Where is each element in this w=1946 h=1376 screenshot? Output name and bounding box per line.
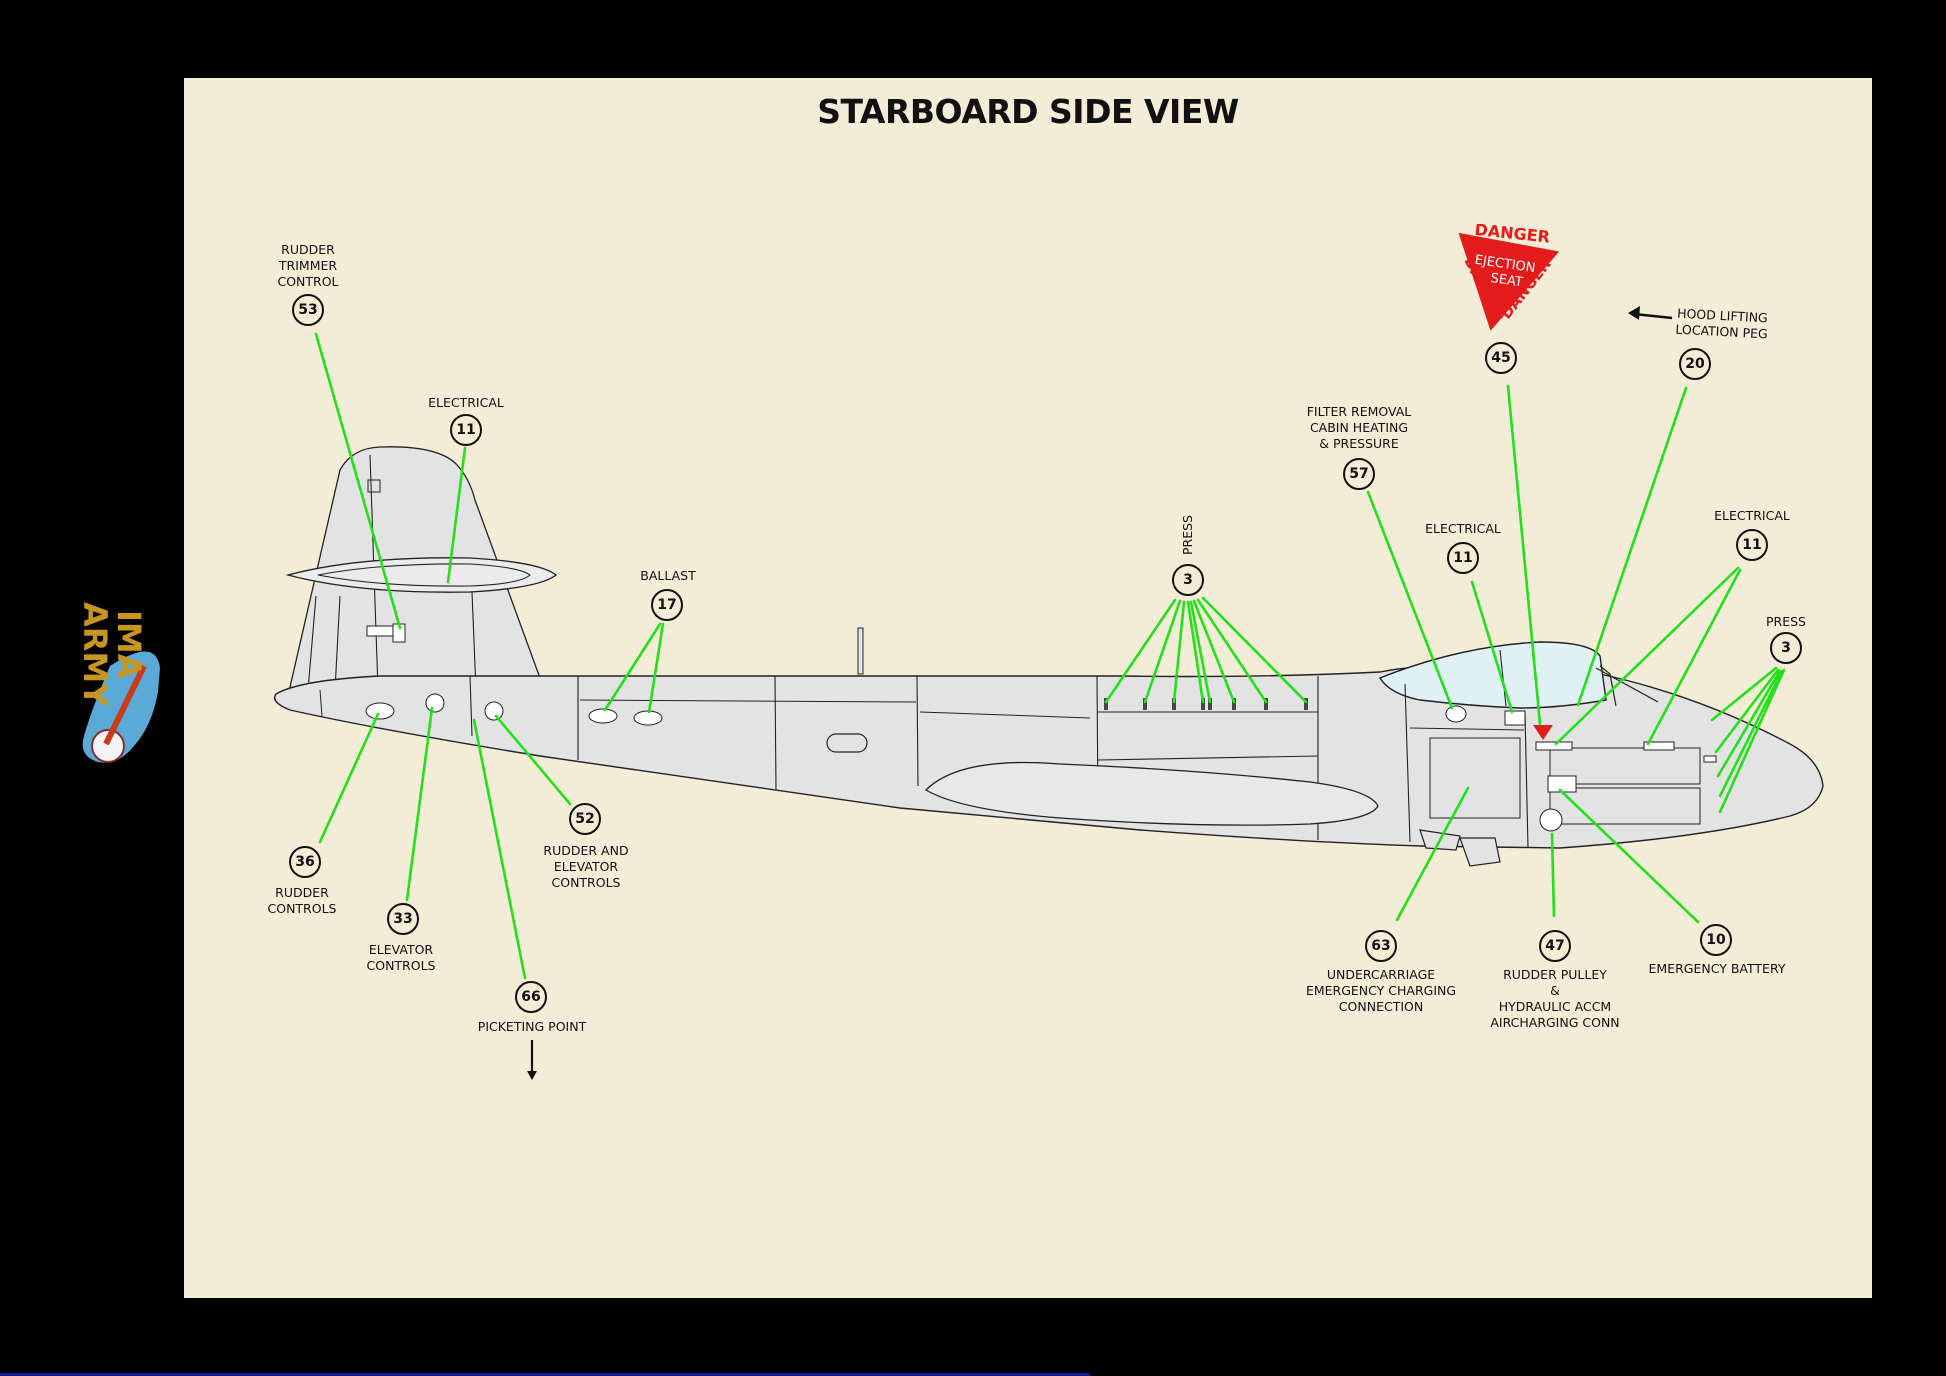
logo-text-army: ARMY (76, 602, 114, 707)
callout-57-number: 57 (1343, 458, 1375, 490)
callout-63-label: UNDERCARRIAGE EMERGENCY CHARGING CONNECT… (1305, 967, 1457, 1014)
logo-rocket-shape (103, 664, 147, 746)
callout-20-number: 20 (1679, 348, 1711, 380)
logo-cloud-shape (91, 729, 125, 763)
fuselage (273, 665, 1824, 849)
seat-text: SEAT (1490, 271, 1524, 290)
bottom-edge-bar (0, 1373, 1090, 1376)
logo-text-ima: IMA (110, 610, 148, 679)
callout-11b-number: 11 (1447, 542, 1479, 574)
page-title: STARBOARD SIDE VIEW (817, 92, 1239, 131)
callout-33-number: 33 (387, 903, 419, 935)
callout-17-label: BALLAST (640, 568, 696, 583)
callout-11a-label: ELECTRICAL (428, 395, 504, 410)
callout-47-number: 47 (1539, 930, 1571, 962)
callout-11a-number: 11 (450, 414, 482, 446)
callout-52-label: RUDDER AND ELEVATOR CONTROLS (543, 843, 629, 890)
callout-53-number: 53 (292, 294, 324, 326)
callout-63-number: 63 (1365, 930, 1397, 962)
callout-17-number: 17 (651, 589, 683, 621)
callout-47-label: RUDDER PULLEY & HYDRAULIC ACCM AIRCHARGI… (1490, 967, 1620, 1030)
hood-arrow-head (1628, 306, 1640, 320)
engine-nacelle (924, 761, 1379, 826)
callout-36-number: 36 (289, 846, 321, 878)
callout-57-label: FILTER REMOVAL CABIN HEATING & PRESSURE (1306, 404, 1412, 451)
danger-triangle (1458, 232, 1560, 331)
hood-arrow-line (1633, 312, 1673, 320)
callout-10-label: EMERGENCY BATTERY (1648, 961, 1786, 976)
ima-army-logo: IMA ARMY (76, 602, 160, 763)
callout-3b-number: 3 (1770, 632, 1802, 664)
callout-53-label: RUDDER TRIMMER CONTROL (277, 242, 339, 289)
callout-66-label: PICKETING POINT (477, 1019, 587, 1034)
callout-10-number: 10 (1700, 924, 1732, 956)
callout-11c-number: 11 (1736, 529, 1768, 561)
fuselage-danger-triangle (1533, 725, 1553, 740)
callout-45-number: 45 (1485, 342, 1517, 374)
picketing-arrow-head (527, 1071, 537, 1080)
undercarriage-door (1459, 837, 1501, 867)
callout-36-label: RUDDER CONTROLS (267, 885, 337, 916)
callout-3a-number: 3 (1172, 564, 1204, 596)
callout-20-label: HOOD LIFTING LOCATION PEG (1675, 305, 1769, 342)
leader-lines (314, 332, 1786, 980)
ejection-seat-warning: DANGER DANGER DANGER EJECTION SEAT (1458, 224, 1560, 331)
callout-3b-label: PRESS (1766, 614, 1806, 629)
tailplane (285, 557, 558, 593)
callout-11b-label: ELECTRICAL (1425, 521, 1501, 536)
callout-3a-label: PRESS (1180, 515, 1195, 555)
callout-52-number: 52 (569, 803, 601, 835)
callout-33-label: ELEVATOR CONTROLS (366, 942, 436, 973)
callout-11c-label: ELECTRICAL (1714, 508, 1790, 523)
callout-66-number: 66 (515, 981, 547, 1013)
